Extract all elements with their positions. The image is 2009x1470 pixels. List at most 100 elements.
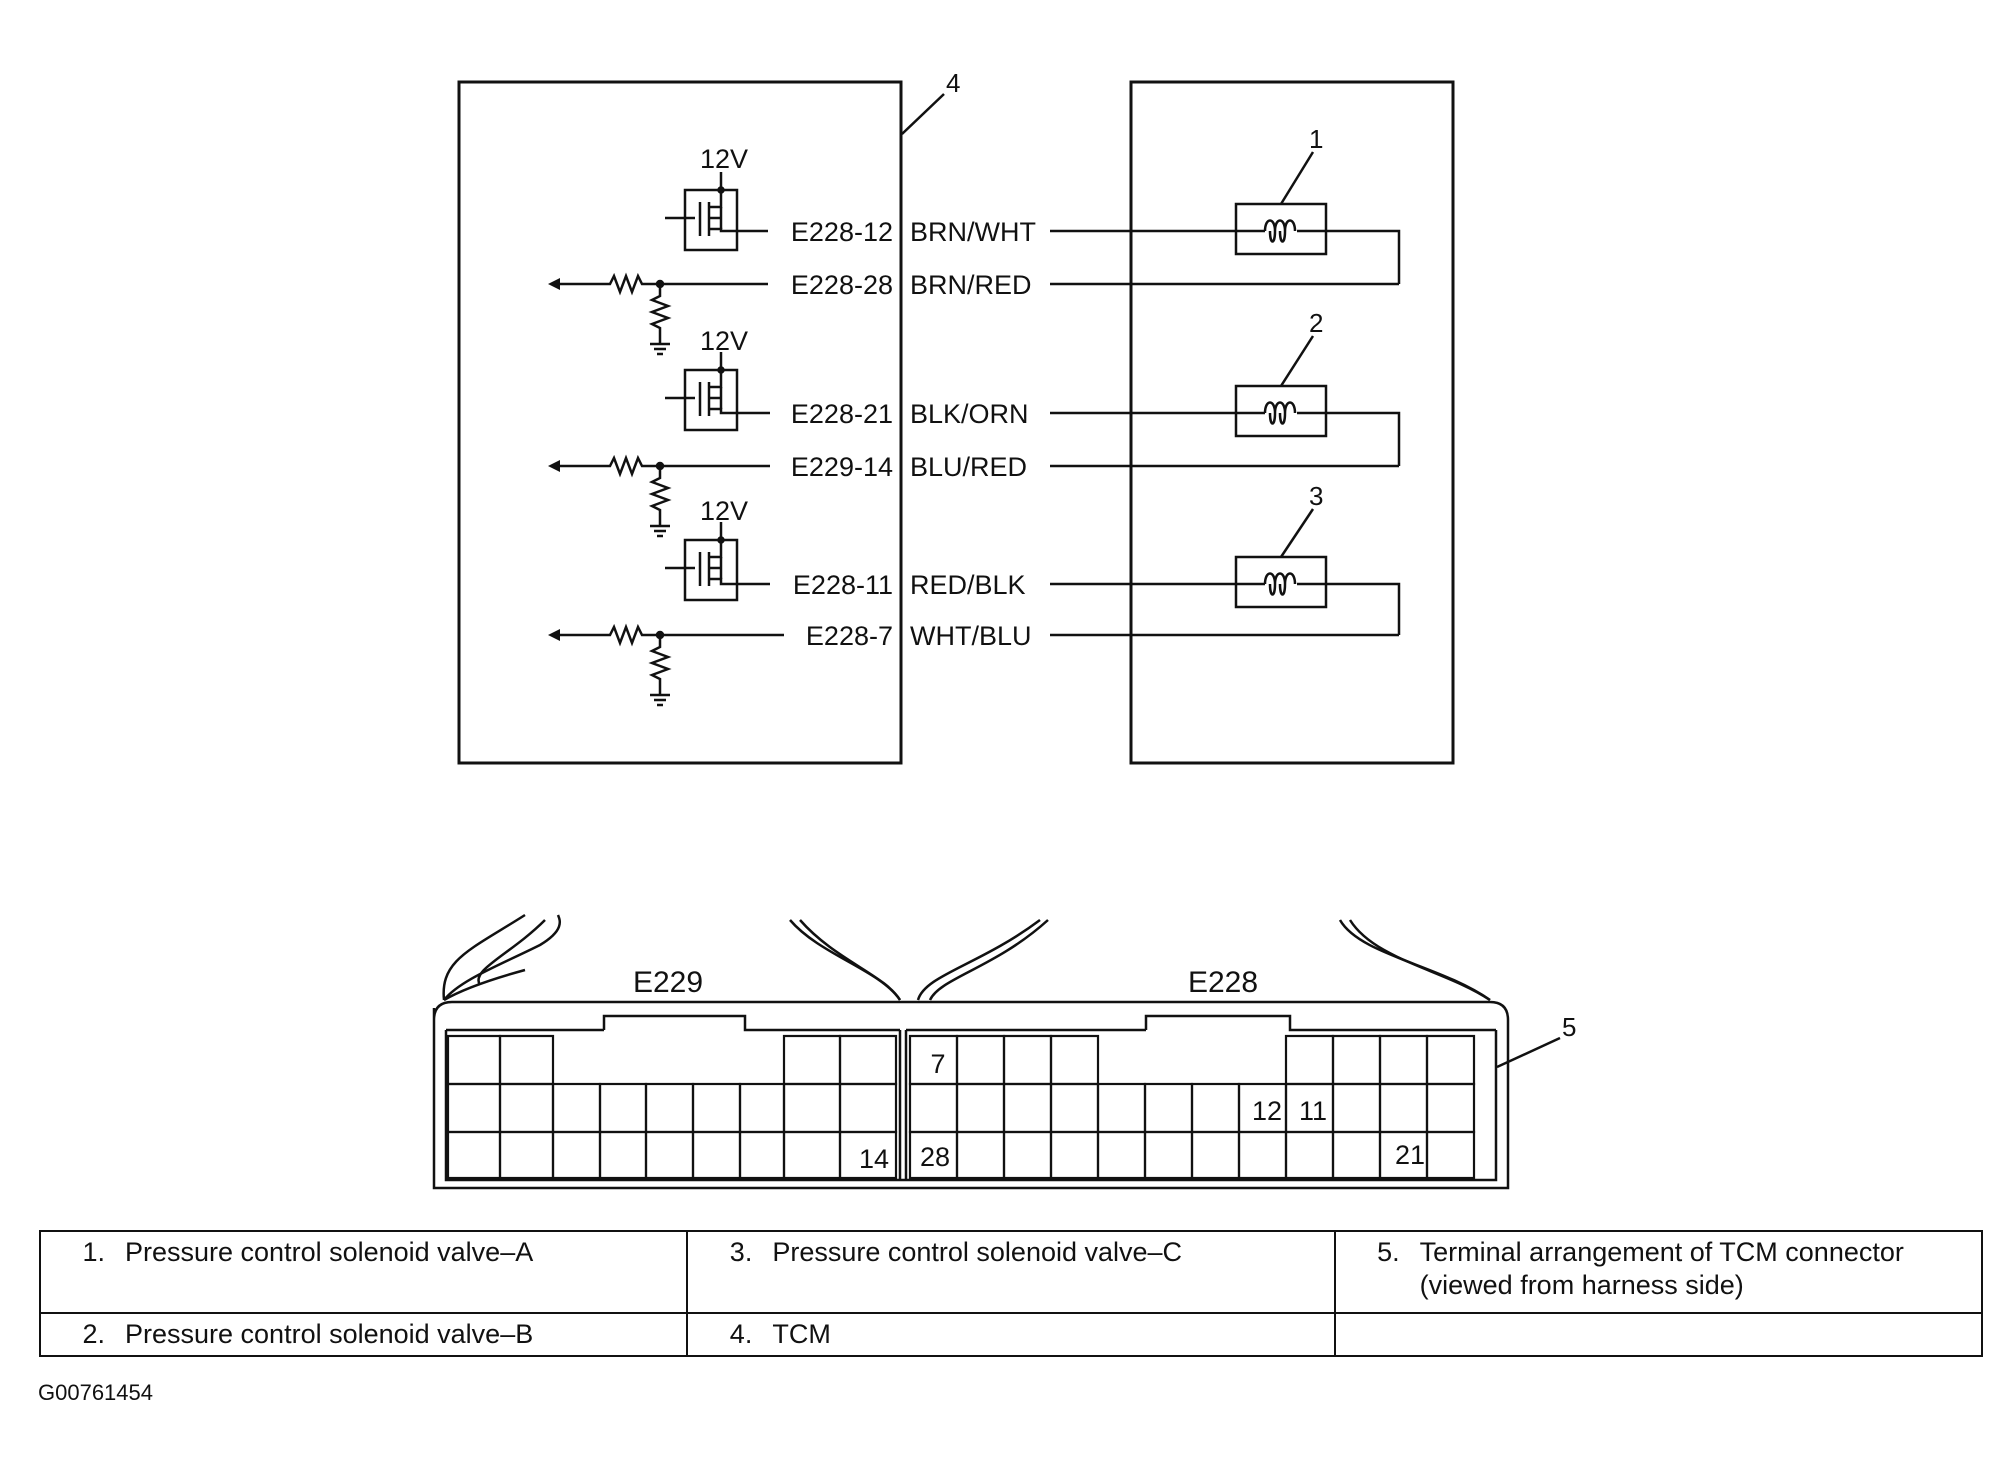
- connector-cavity: [1143, 1082, 1194, 1134]
- connector-cavity: [551, 1082, 602, 1134]
- solenoid-box: [1129, 80, 1455, 765]
- connector-cavity: [1002, 1130, 1053, 1180]
- legend-cell: 2.Pressure control solenoid valve–B: [38, 1312, 689, 1357]
- connector-cavity: [838, 1130, 898, 1180]
- legend-text: TCM: [772, 1319, 831, 1349]
- output-arrows: [548, 278, 560, 641]
- connector-cavity: [498, 1130, 555, 1180]
- connector-name-e229: E229: [633, 966, 703, 999]
- connector-cavity: [446, 1130, 502, 1180]
- connector-cavity-grid: [446, 1034, 1476, 1180]
- connector-cavity: [551, 1130, 602, 1180]
- connector-cavity: [598, 1082, 648, 1134]
- supply-label-a: 12V: [700, 144, 748, 174]
- pin-label: E229-14: [791, 452, 893, 482]
- signal-labels: E228-12 BRN/WHT E228-28 BRN/RED E228-21 …: [791, 217, 1036, 651]
- legend-number: 3.: [729, 1237, 753, 1267]
- driver-b: [665, 352, 770, 432]
- connector-cavity: [1190, 1082, 1241, 1134]
- connector-cavity: [1331, 1082, 1382, 1134]
- callout-4: 4: [946, 68, 960, 98]
- pin-label: E228-21: [791, 399, 893, 429]
- legend-cell: 5. Terminal arrangement of TCM connector …: [1333, 1230, 1984, 1314]
- connector-cavity: [1425, 1034, 1476, 1086]
- connector-name-e228: E228: [1188, 966, 1258, 999]
- connector-cavity: [1143, 1130, 1194, 1180]
- tcm-connector: [432, 913, 1510, 1190]
- legend-number: 5.: [1377, 1237, 1400, 1267]
- connector-cavity: [1049, 1034, 1100, 1086]
- wire-color-label: BRN/WHT: [910, 217, 1036, 247]
- wire-color-label: BLU/RED: [910, 452, 1027, 482]
- connector-cavity: [691, 1130, 742, 1180]
- callout-5: 5: [1562, 1012, 1576, 1042]
- connector-cavity: [1049, 1130, 1100, 1180]
- connector-cavity: [1096, 1130, 1147, 1180]
- connector-cavity: [738, 1082, 786, 1134]
- cavity-number: 28: [920, 1142, 950, 1172]
- cavity-number: 7: [930, 1049, 945, 1079]
- legend-number: 2.: [82, 1319, 105, 1349]
- connector-cavity: [598, 1130, 648, 1180]
- connector-cavity: [1378, 1034, 1429, 1086]
- supply-label-c: 12V: [700, 496, 748, 526]
- connector-cavity: [782, 1034, 842, 1086]
- connector-cavity: [908, 1082, 959, 1134]
- solenoid-coil-c: [1234, 555, 1328, 609]
- harness-wires: [1050, 229, 1401, 637]
- connector-cavity: [498, 1034, 555, 1086]
- callout-1: 1: [1309, 124, 1323, 154]
- connector-cavity: [1425, 1130, 1476, 1180]
- connector-cavity: [1425, 1082, 1476, 1134]
- connector-cavity: [1190, 1130, 1241, 1180]
- connector-cavity: [1049, 1082, 1100, 1134]
- wire-color-label: RED/BLK: [910, 570, 1026, 600]
- connector-cavity: [691, 1082, 742, 1134]
- connector-cavity: [838, 1034, 898, 1086]
- connector-cavity: [644, 1082, 695, 1134]
- connector-cavity: [1284, 1034, 1335, 1086]
- supply-label-b: 12V: [700, 326, 748, 356]
- connector-cavity: [838, 1082, 898, 1134]
- legend-cell-empty: [1333, 1312, 1984, 1357]
- legend-number: 4.: [729, 1319, 753, 1349]
- connector-cavity: [1002, 1082, 1053, 1134]
- connector-cavity: [782, 1130, 842, 1180]
- pulldown-c: [560, 623, 784, 707]
- cavity-number: 21: [1395, 1140, 1425, 1170]
- legend-text: Terminal arrangement of TCM connector (v…: [1419, 1237, 1904, 1300]
- legend-table: 1.Pressure control solenoid valve–A 3. Pr…: [38, 1230, 1984, 1357]
- solenoid-coil-b: [1234, 384, 1328, 438]
- legend-cell: 3. Pressure control solenoid valve–C: [686, 1230, 1336, 1314]
- connector-cavity: [1237, 1130, 1288, 1180]
- driver-a: [665, 172, 768, 252]
- connector-cavity: [955, 1082, 1006, 1134]
- connector-cavity: [1331, 1034, 1382, 1086]
- wire-color-label: BLK/ORN: [910, 399, 1029, 429]
- connector-cavity: [498, 1082, 555, 1134]
- connector-cavity: [738, 1130, 786, 1180]
- solenoid-coil-a: [1234, 202, 1328, 256]
- pin-label: E228-12: [791, 217, 893, 247]
- cavity-number: 11: [1299, 1096, 1327, 1126]
- cavity-number: 12: [1252, 1096, 1282, 1126]
- tcm-box: [457, 80, 903, 765]
- driver-c: [665, 522, 770, 602]
- connector-cavity: [1378, 1082, 1429, 1134]
- connector-cavity: [1284, 1130, 1335, 1180]
- wire-color-label: BRN/RED: [910, 270, 1032, 300]
- connector-cavity: [955, 1130, 1006, 1180]
- legend-text: Pressure control solenoid valve–C: [772, 1237, 1183, 1267]
- legend-text: Pressure control solenoid valve–A: [125, 1237, 534, 1267]
- connector-cavity: [1331, 1130, 1382, 1180]
- cavity-number: 14: [859, 1144, 889, 1174]
- connector-cavity: [446, 1034, 502, 1086]
- callout-2: 2: [1309, 308, 1323, 338]
- connector-cavity: [446, 1082, 502, 1134]
- connector-cavity: [782, 1082, 842, 1134]
- wire-color-label: WHT/BLU: [910, 621, 1032, 651]
- pulldown-b: [560, 454, 770, 538]
- figure-id: G00761454: [38, 1380, 153, 1405]
- legend-cell: 1.Pressure control solenoid valve–A: [38, 1230, 689, 1314]
